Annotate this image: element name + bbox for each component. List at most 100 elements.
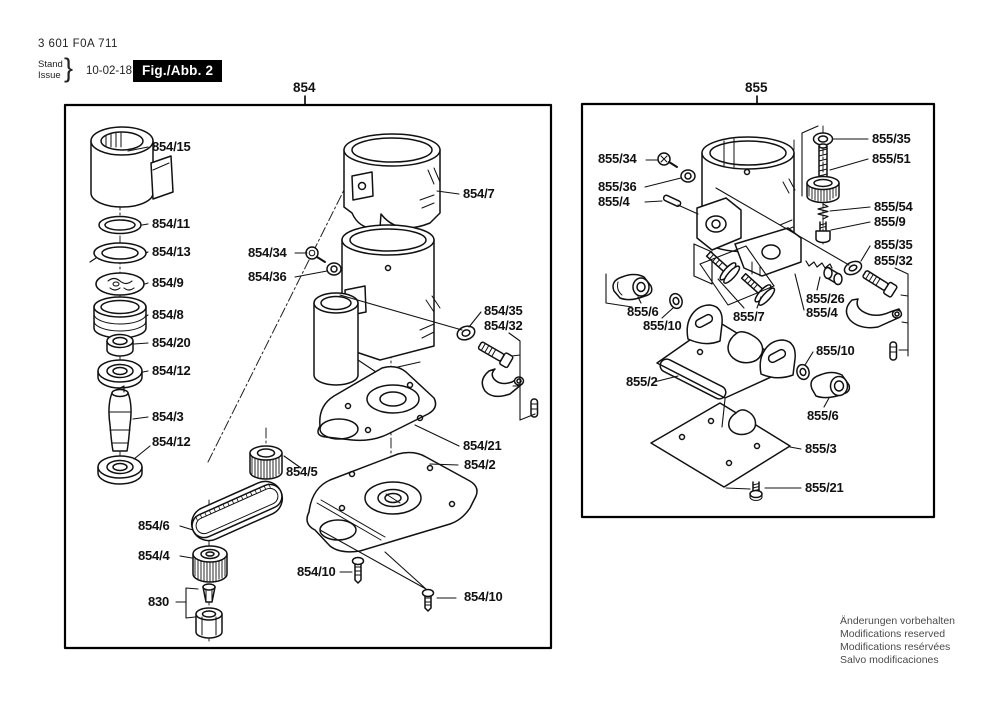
issue-date: 10-02-18 (86, 65, 133, 77)
part-855-6-knob-left (612, 273, 653, 301)
part-854-10-screw-left (351, 556, 365, 584)
part-label-855-10-left: 855/10 (643, 318, 682, 333)
part-label-855-6-left: 855/6 (627, 304, 659, 319)
part-854-15-motor-clamp (90, 126, 174, 208)
part-854-32-lever (481, 368, 525, 398)
part-label-855-26: 855/26 (806, 291, 845, 306)
part-855-32-bolt (862, 270, 898, 298)
part-855-54-spring (817, 203, 829, 220)
part-854-32-bolt (477, 341, 514, 369)
part-label-854-2: 854/2 (464, 457, 496, 472)
part-label-855-4: 855/4 (598, 194, 630, 209)
part-854-11-ring (98, 215, 142, 235)
part-label-855-9: 855/9 (874, 214, 906, 229)
part-830-collet (202, 583, 216, 603)
part-label-854-3: 854/3 (152, 409, 184, 424)
figure-label-badge: Fig./Abb. 2 (133, 60, 223, 82)
part-label-855-10-right: 855/10 (816, 343, 855, 358)
part-855-32-pin (889, 341, 898, 361)
part-label-855-35-top: 855/35 (872, 131, 911, 146)
part-855-35-washer-mid (843, 260, 863, 276)
part-854-34-screw (305, 246, 326, 263)
part-label-854-21: 854/21 (463, 438, 502, 453)
part-label-854-36: 854/36 (248, 269, 287, 284)
part-854-4-pulley-large (192, 545, 228, 583)
part-854-12-bearing-lower (97, 455, 143, 485)
part-854-3-armature (108, 385, 132, 452)
panel-854-title: 854 (293, 80, 316, 95)
part-855-9-screw (815, 221, 831, 244)
stand-label: Stand (38, 59, 63, 70)
part-854-21-subbase (317, 365, 437, 442)
notice-line-en: Modifications reserved (840, 628, 946, 640)
notice-line-de: Änderungen vorbehalten (840, 615, 956, 627)
part-label-854-4: 854/4 (138, 548, 170, 563)
part-label-855-51: 855/51 (872, 151, 911, 166)
part-label-855-35-mid: 855/35 (874, 237, 913, 252)
part-label-855-4b: 855/4 (806, 305, 838, 320)
part-855-housing (693, 136, 802, 285)
part-855-51-knob-screw (806, 143, 840, 204)
part-label-854-5: 854/5 (286, 464, 318, 479)
part-855-21-screw (749, 481, 763, 501)
part-855-34-screw (657, 152, 678, 168)
part-label-854-10-left: 854/10 (297, 564, 336, 579)
part-label-855-7: 855/7 (733, 309, 765, 324)
part-854-2-base-plate (306, 451, 478, 553)
part-label-854-7: 854/7 (463, 186, 495, 201)
stand-issue-label: Stand Issue (38, 59, 63, 81)
part-855-6-knob-right (810, 371, 851, 399)
part-854-main-housing (313, 224, 441, 386)
part-label-855-34: 855/34 (598, 151, 637, 166)
part-label-855-32: 855/32 (874, 253, 913, 268)
part-label-854-32: 854/32 (484, 318, 523, 333)
part-label-854-20: 854/20 (152, 335, 191, 350)
notice-line-fr: Modifications resérvées (840, 641, 951, 653)
part-label-854-34: 854/34 (248, 245, 287, 260)
part-854-32-pin (530, 398, 539, 418)
part-855-35-washer-top (812, 132, 834, 146)
part-label-854-12: 854/12 (152, 363, 191, 378)
part-label-854-9: 854/9 (152, 275, 184, 290)
part-label-854-6: 854/6 (138, 518, 170, 533)
part-label-855-2: 855/2 (626, 374, 658, 389)
issue-label: Issue (38, 70, 61, 81)
brace-glyph: } (64, 53, 74, 83)
part-854-13-ring (89, 242, 147, 264)
part-854-20-nut (106, 333, 134, 357)
part-855-4-pin-upper (662, 194, 682, 207)
notice-line-es: Salvo modificaciones (840, 654, 939, 666)
modifications-notice: Änderungen vorbehalten Modifications res… (840, 615, 955, 667)
part-854-10-screw-right (421, 588, 435, 612)
part-855-7-thumbscrew-1 (705, 250, 741, 284)
part-label-854-35: 854/35 (484, 303, 523, 318)
part-854-36-washer (326, 262, 342, 276)
part-854-12-bearing-upper (97, 359, 143, 389)
part-855-10-washer-right (796, 363, 810, 381)
part-855-26-spring (805, 260, 833, 269)
part-855-36-washer (680, 169, 696, 183)
part-label-855-3: 855/3 (805, 441, 837, 456)
part-label-855-21: 855/21 (805, 480, 844, 495)
panel-855-title: 855 (745, 80, 768, 95)
part-854-35-washer (456, 325, 476, 341)
part-854-6-drive-belt (190, 480, 284, 542)
document-part-number: 3 601 F0A 711 (38, 38, 118, 50)
part-830-collet-nut (195, 607, 223, 639)
part-855-32-lever (845, 298, 903, 329)
part-label-855-54: 855/54 (874, 199, 913, 214)
part-label-855-36: 855/36 (598, 179, 637, 194)
part-label-854-12b: 854/12 (152, 434, 191, 449)
part-855-26-sleeve (823, 266, 843, 286)
part-label-854-15: 854/15 (152, 139, 191, 154)
part-854-7-upper-housing (343, 133, 441, 230)
part-854-9-disc (95, 272, 145, 296)
part-label-855-6-right: 855/6 (807, 408, 839, 423)
part-855-10-washer-left (669, 292, 683, 310)
part-label-854-8: 854/8 (152, 307, 184, 322)
part-label-854-11: 854/11 (152, 216, 190, 231)
part-855-3-base-plate (650, 402, 791, 488)
leader-lines (127, 125, 909, 619)
